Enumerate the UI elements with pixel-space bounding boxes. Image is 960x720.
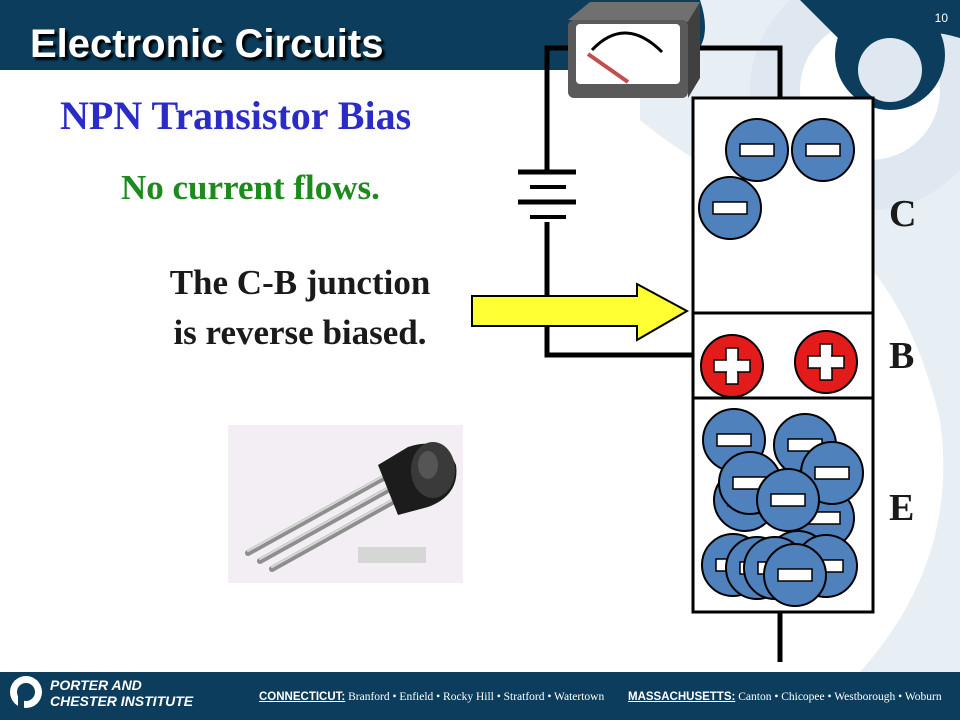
footer-bar: [0, 672, 960, 720]
junction-caption: The C-B junction is reverse biased.: [130, 258, 470, 358]
footer-logo-line-1: PORTER AND: [50, 677, 142, 693]
slide-title: Electronic Circuits: [30, 22, 384, 66]
footer-massachusetts: MASSACHUSETTS: Canton • Chicopee • Westb…: [628, 691, 942, 703]
footer-ma-towns: Canton • Chicopee • Westborough • Woburn: [738, 691, 942, 703]
junction-line-1: The C-B junction: [169, 263, 431, 302]
yellow-arrow-icon: [471, 282, 690, 342]
footer-logo-text: PORTER AND CHESTER INSTITUTE: [50, 677, 193, 709]
slide-number: 10: [934, 11, 948, 25]
hole-icon: [794, 330, 858, 394]
electron-icon: [756, 468, 820, 532]
collector-label: C: [889, 193, 917, 235]
transistor-photo: [228, 425, 463, 583]
electron-icon: [763, 543, 827, 607]
electron-icon: [791, 118, 855, 182]
slide-subtitle: NPN Transistor Bias: [60, 93, 412, 138]
base-label: B: [889, 335, 915, 377]
wire-to-base: [544, 222, 692, 358]
footer-logo-line-2: CHESTER INSTITUTE: [50, 693, 194, 709]
emitter-label: E: [889, 487, 915, 529]
footer-ma-label: MASSACHUSETTS:: [628, 691, 736, 703]
electron-icon: [698, 176, 762, 240]
electron-icon: [725, 118, 789, 182]
galvanometer-icon: [568, 2, 700, 98]
footer-ct-label: CONNECTICUT:: [259, 691, 346, 703]
hole-icon: [700, 334, 764, 398]
junction-line-2: is reverse biased.: [173, 313, 427, 352]
footer-connecticut: CONNECTICUT: Branford • Enfield • Rocky …: [259, 691, 604, 703]
footer-ct-towns: Branford • Enfield • Rocky Hill • Stratf…: [348, 691, 605, 703]
circuit-wires: [544, 45, 783, 662]
battery-icon: [518, 169, 576, 219]
status-text: No current flows.: [121, 168, 380, 207]
wire-top-right: [678, 45, 783, 100]
charge-carriers: [698, 118, 864, 607]
